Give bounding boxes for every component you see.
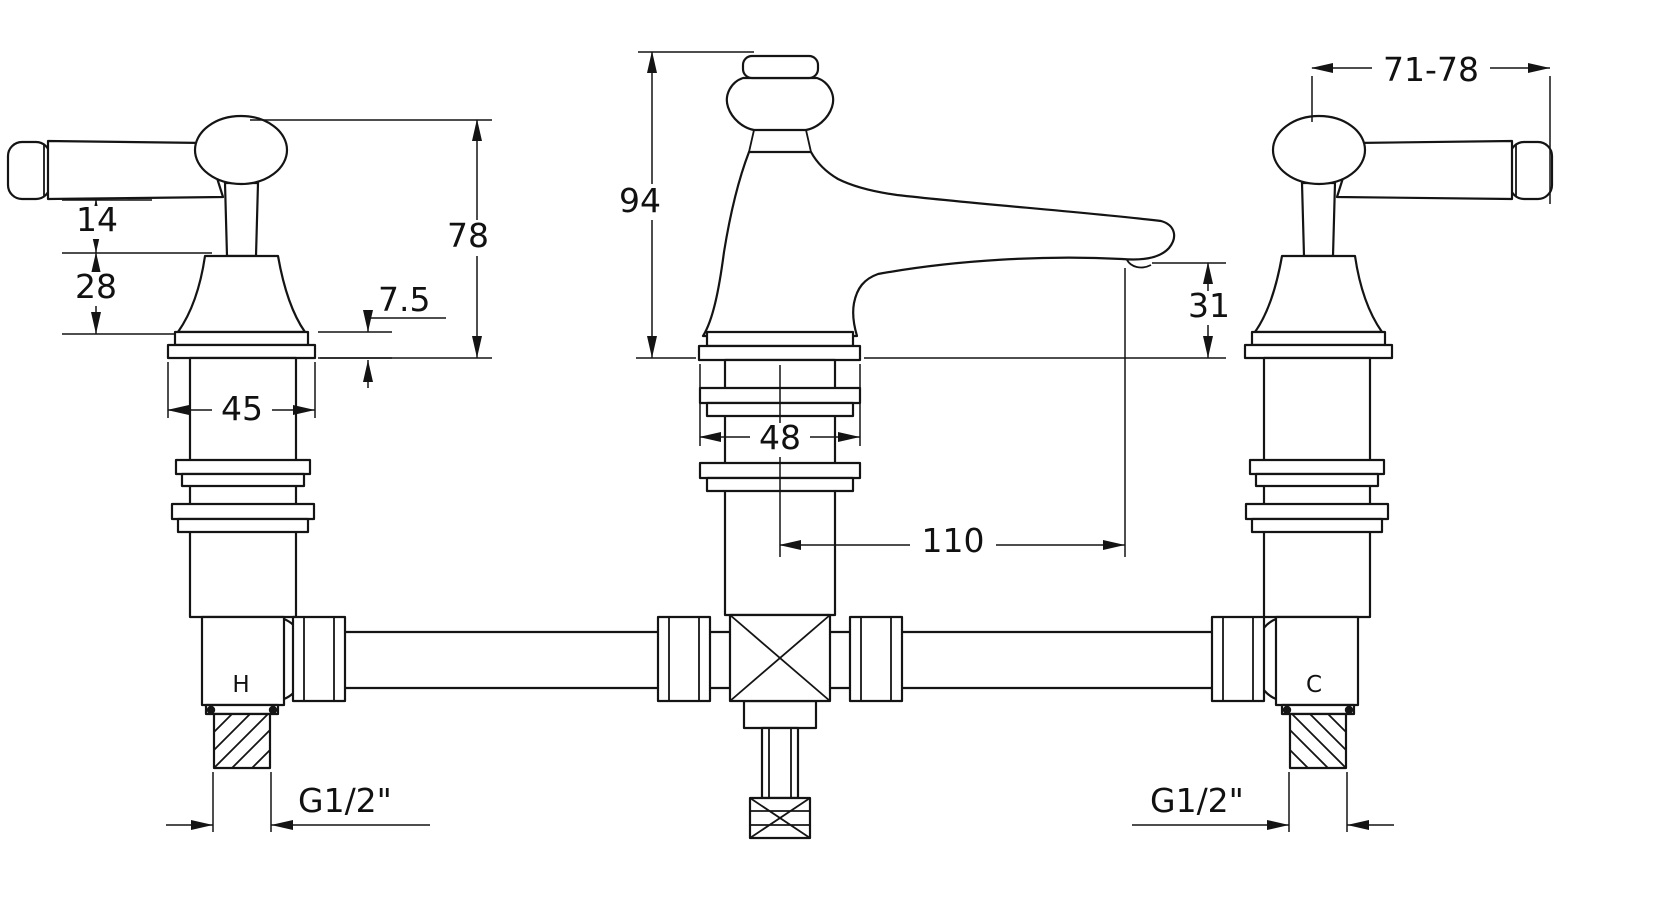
dim-text-overall-height: 78 (447, 216, 489, 255)
dim-text-inlet-thread-left: G1/2" (298, 781, 392, 820)
tap-valve-hot (6, 114, 317, 770)
valve-body-lower (200, 615, 286, 707)
dim-text-inlet-thread-right: G1/2" (1150, 781, 1244, 820)
dim-text-handle-length: 71-78 (1383, 50, 1479, 89)
compression-nut (656, 615, 712, 703)
handle-lever (46, 139, 225, 201)
spout-base-top (705, 330, 855, 348)
spout-base-plate (697, 344, 862, 362)
seal-dot (206, 705, 216, 715)
spout-body (701, 150, 1176, 338)
dim-text-spout-reach: 110 (922, 521, 985, 560)
valve-stem (223, 181, 260, 258)
compression-nut (1210, 615, 1266, 703)
base-plate-top (173, 330, 310, 347)
dim-text-spout-outlet-height: 31 (1188, 286, 1230, 325)
dim-text-valve-base-width: 45 (221, 389, 263, 428)
pipework (291, 613, 1266, 703)
base-plate (166, 343, 317, 360)
dim-text-spout-overall-height: 94 (619, 181, 661, 220)
dim-text-spout-base-width: 48 (759, 418, 801, 457)
compression-nut (848, 615, 904, 703)
seal-seat (204, 703, 280, 716)
handle-hub (193, 114, 289, 186)
compression-nut (291, 615, 347, 703)
locknut-upper (174, 458, 312, 476)
dim-text-base-plate-thickness: 7.5 (378, 280, 430, 319)
lower-union (742, 699, 818, 730)
dim-text-lever-offset: 14 (76, 200, 118, 239)
spout-knob (725, 76, 835, 132)
spout-knob-cap (741, 54, 820, 80)
valve-bell (176, 254, 307, 334)
spout-outlet-lip (1126, 259, 1152, 269)
cold-marker-label: C (1306, 672, 1322, 698)
lower-tube (760, 726, 800, 800)
locknut-lower (170, 502, 316, 521)
seal-dot (268, 705, 278, 715)
hot-marker-label: H (232, 672, 249, 698)
dimensions: 14 28 78 7.5 45 94 48 110 31 71-78 G1/2"… (62, 50, 1551, 832)
dim-text-body-height: 28 (75, 267, 117, 306)
tap-valve-cold (1243, 114, 1554, 770)
